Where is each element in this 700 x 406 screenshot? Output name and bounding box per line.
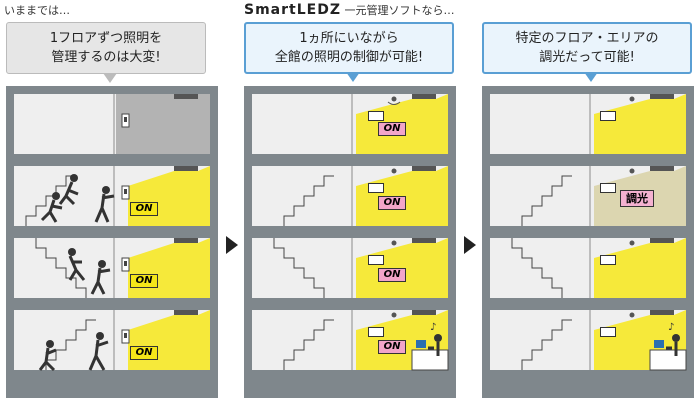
- panel-1-heading-text: いままでは…: [4, 4, 70, 17]
- on-label: ON: [383, 123, 401, 134]
- panel-2-callout-line-2: 全館の照明の制御が可能!: [274, 50, 424, 65]
- panel-3-callout-tail: [584, 72, 598, 82]
- panel-1-callout-line-2: 管理するのは大変!: [51, 50, 161, 65]
- switch-icon: [600, 327, 616, 337]
- switch-icon: [368, 327, 384, 337]
- switch-icon: [600, 111, 616, 121]
- panel-3-callout-line-2: 調光だって可能!: [539, 50, 635, 65]
- switch-icon: [368, 183, 384, 193]
- panel-2-callout-tail: [346, 72, 360, 82]
- switch-icon: [368, 255, 384, 265]
- panel-1-callout-line-1: 1フロアずつ照明を: [49, 31, 163, 46]
- switch-icon: [600, 255, 616, 265]
- on-label: ON: [383, 269, 401, 280]
- arrow-right-icon: [226, 236, 238, 254]
- svg-text:♪: ♪: [430, 322, 436, 333]
- switch-icon: [600, 183, 616, 193]
- on-badge: ON: [378, 196, 406, 210]
- on-label: ON: [135, 347, 153, 358]
- on-badge: ON: [378, 268, 406, 282]
- building-panel-3: ♪: [482, 86, 694, 398]
- building-panel-1: [6, 86, 218, 398]
- panel-3-callout: 特定のフロア・エリアの 調光だって可能!: [482, 22, 692, 82]
- smartledz-logo: SmartLEDZ: [244, 2, 341, 18]
- on-badge: ON: [378, 340, 406, 354]
- panel-2-heading: SmartLEDZ 一元管理ソフトなら…: [244, 2, 454, 18]
- on-label: ON: [135, 203, 153, 214]
- dimming-badge: 調光: [620, 190, 654, 207]
- on-badge: ON: [130, 346, 158, 360]
- panel-1-heading: いままでは…: [4, 2, 70, 18]
- panel-2-heading-text: 一元管理ソフトなら…: [344, 4, 455, 17]
- on-label: ON: [383, 197, 401, 208]
- on-badge: ON: [378, 122, 406, 136]
- panel-2-callout: 1ヵ所にいながら 全館の照明の制御が可能!: [244, 22, 454, 82]
- on-badge: ON: [130, 274, 158, 288]
- dimming-label: 調光: [626, 192, 648, 205]
- switch-icon: [368, 111, 384, 121]
- on-badge: ON: [130, 202, 158, 216]
- panel-1-callout: 1フロアずつ照明を 管理するのは大変!: [6, 22, 206, 83]
- panel-3-callout-line-1: 特定のフロア・エリアの: [515, 31, 659, 46]
- panel-2-callout-line-1: 1ヵ所にいながら: [299, 31, 399, 46]
- on-label: ON: [135, 275, 153, 286]
- arrow-right-icon: [464, 236, 476, 254]
- svg-text:♪: ♪: [668, 322, 674, 333]
- panel-1-callout-tail: [103, 73, 117, 83]
- building-panel-2: ♪: [244, 86, 456, 398]
- on-label: ON: [383, 341, 401, 352]
